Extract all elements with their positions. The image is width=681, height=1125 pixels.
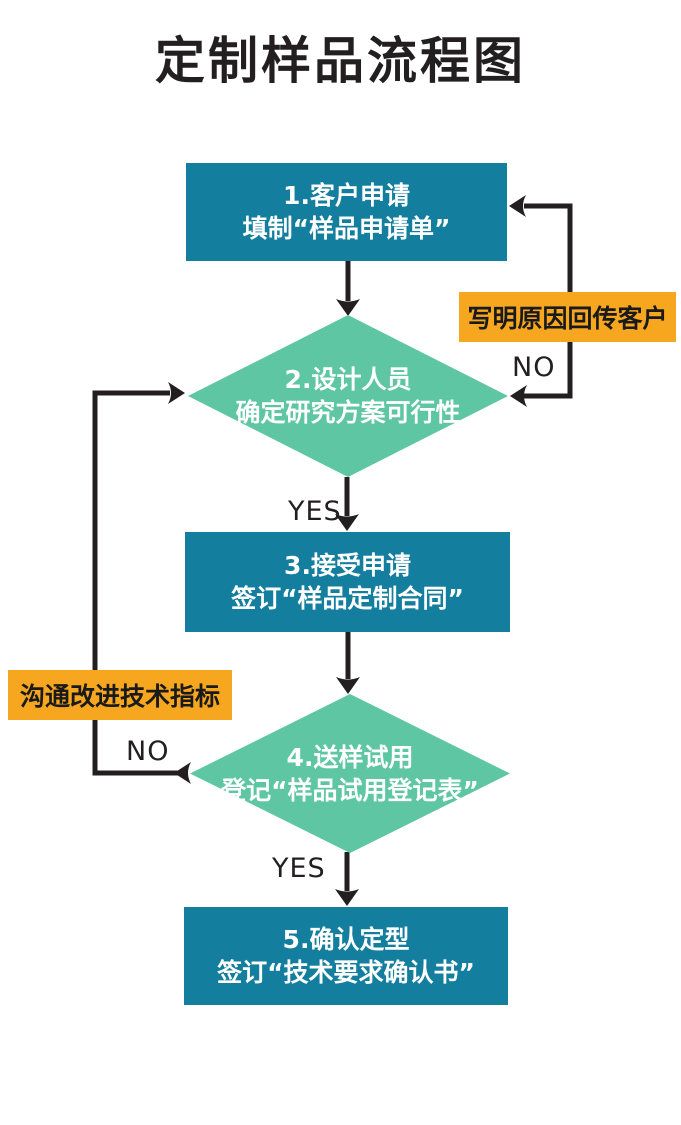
arrowhead-into-step2-top xyxy=(336,299,360,316)
arrowhead-into-step4-top xyxy=(336,677,360,694)
step3-line2: 签订“样品定制合同” xyxy=(231,584,464,613)
page-title: 定制样品流程图 xyxy=(155,31,526,90)
arrowhead-at-step4-left-tip xyxy=(174,762,191,784)
decision-step4-sample-trial: 4.送样试用 登记“样品试用登记表” xyxy=(190,694,510,853)
decision-step2-feasibility: 2.设计人员 确定研究方案可行性 xyxy=(188,315,508,477)
process-step1-customer-apply: 1.客户申请 填制“样品申请单” xyxy=(186,163,507,261)
step2-line2: 确定研究方案可行性 xyxy=(235,398,461,427)
process-step5-confirm-finalize: 5.确认定型 签订“技术要求确认书” xyxy=(184,907,508,1005)
arrowhead-at-step2-right-tip xyxy=(510,385,527,407)
arrow-no-loop-left xyxy=(92,390,186,776)
step5-line2: 签订“技术要求确认书” xyxy=(217,958,475,987)
branch-label-yes-bottom: YES xyxy=(272,853,326,884)
step1-line1: 1.客户申请 xyxy=(283,181,410,210)
branch-label-yes-top: YES xyxy=(288,496,342,527)
branch-label-no-left: NO xyxy=(126,736,170,767)
diamond-shape xyxy=(190,694,510,853)
diamond-shape xyxy=(188,315,508,477)
step4-line1: 4.送样试用 xyxy=(286,742,414,772)
step1-line2: 填制“样品申请单” xyxy=(242,214,451,243)
arrowhead-into-step5-top xyxy=(335,889,359,906)
step3-line1: 3.接受申请 xyxy=(284,551,411,580)
branch-label-no-right: NO xyxy=(512,352,556,383)
step2-line1: 2.设计人员 xyxy=(284,365,412,394)
step4-line2: 登记“样品试用登记表” xyxy=(221,775,479,805)
arrowhead-into-step1-right xyxy=(509,195,526,217)
note-return-reason-to-customer: 写明原因回传客户 xyxy=(459,292,676,342)
process-step3-accept-apply: 3.接受申请 签订“样品定制合同” xyxy=(185,532,510,632)
arrowhead-into-step2-left xyxy=(168,382,185,404)
arrowhead-into-step3-top xyxy=(335,514,359,531)
step5-line1: 5.确认定型 xyxy=(282,925,410,954)
note-communicate-improve-specs: 沟通改进技术指标 xyxy=(8,670,232,720)
